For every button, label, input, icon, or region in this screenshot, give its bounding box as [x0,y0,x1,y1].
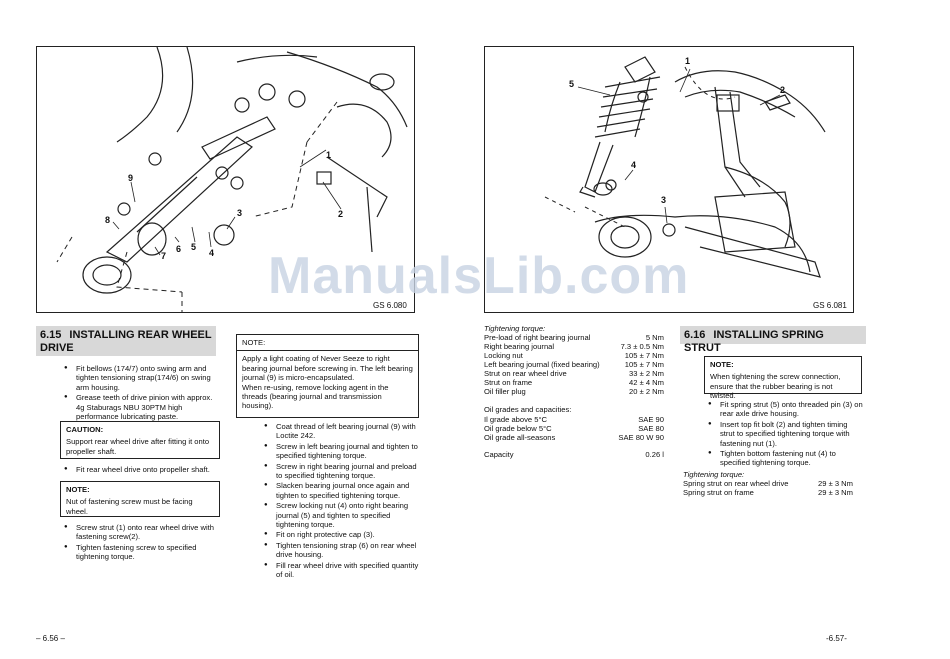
page-number-right: -6.57- [826,634,847,643]
list-item: Slacken bearing journal once again and t… [264,481,420,500]
callout-4: 4 [631,160,637,170]
list-item: Tighten tensioning strap (6) on rear whe… [264,541,420,560]
list-item: Fit spring strut (5) onto threaded pin (… [708,400,864,419]
callout-3: 3 [237,208,243,218]
list-item: Fill rear wheel drive with specified qua… [264,561,420,580]
list-item: Fit rear wheel drive onto propeller shaf… [64,465,219,475]
left-column-1: Fit bellows (174/7) onto swing arm and t… [64,364,219,422]
callout-3: 3 [661,195,667,205]
watermark-logo: ManualsLib.com [268,247,690,305]
callout-1: 1 [326,150,332,160]
oil-title: Oil grades and capacities: [484,405,572,415]
list-item: Fit bellows (174/7) onto swing arm and t… [64,364,219,392]
left-figure: 1 2 3 4 5 6 7 8 9 GS 6.080 [36,46,415,313]
torque2-title: Tightening torque: [683,470,745,479]
figure-caption: GS 6.080 [373,301,407,310]
callout-6: 6 [176,244,182,254]
note-text: When re-using, remove locking agent in t… [242,382,389,411]
right-bullets: Fit spring strut (5) onto threaded pin (… [708,400,864,469]
callout-1: 1 [685,56,691,66]
left-column-1c: Screw strut (1) onto rear wheel drive wi… [64,523,222,563]
note-title: NOTE: [66,485,90,494]
callout-2: 2 [338,209,344,219]
callout-4: 4 [209,248,215,258]
left-column-1b: Fit rear wheel drive onto propeller shaf… [64,465,219,475]
list-item: Tighten fastening screw to specified tig… [64,543,222,562]
note-title: NOTE: [242,338,266,347]
list-item: Screw strut (1) onto rear wheel drive wi… [64,523,222,542]
list-item: Grease teeth of drive pinion with approx… [64,393,219,421]
note-box-2: NOTE: Apply a light coating of Never See… [236,334,419,418]
figure-caption: GS 6.081 [813,301,847,310]
section-title: INSTALLING REAR WHEEL DRIVE [40,329,212,354]
list-item: Screw in left bearing journal and tighte… [264,442,420,461]
right-figure: 1 2 3 4 5 GS 6.081 [484,46,854,313]
list-item: Fit on right protective cap (3). [264,530,420,540]
callout-5: 5 [569,79,575,89]
page-number-left: – 6.56 – [36,634,65,643]
rear-wheel-drive-exploded-diagram [56,47,408,312]
section-number: 6.16 [684,329,706,341]
caution-box: CAUTION: Support rear wheel drive after … [60,421,220,459]
callout-2: 2 [780,85,786,95]
caution-text: Support rear wheel drive after fitting i… [66,437,210,456]
bullet-list-1: Fit bellows (174/7) onto swing arm and t… [64,364,219,421]
callout-9: 9 [128,173,134,183]
torque-table-block: Tightening torque: Pre-load of right bea… [484,324,664,459]
list-item: Tighten bottom fastening nut (4) to spec… [708,449,864,468]
caution-title: CAUTION: [66,425,104,434]
note-box-1: NOTE: Nut of fastening screw must be fac… [60,481,220,517]
note-text: Apply a light coating of Never Seeze to … [242,354,413,383]
table-row: Left bearing journal (fixed bearing)105 … [484,360,664,370]
list-item: Coat thread of left bearing journal (9) … [264,422,420,441]
callout-5: 5 [191,242,197,252]
torque-title: Tightening torque: [484,324,546,333]
spring-strut-diagram [544,56,826,278]
list-item: Insert top fit bolt (2) and tighten timi… [708,420,864,448]
left-column-2: Coat thread of left bearing journal (9) … [264,422,420,581]
note-box-3: NOTE: When tightening the screw connecti… [704,356,862,400]
section-title: INSTALLING SPRING STRUT [684,329,824,354]
list-item: Screw in right bearing journal and prelo… [264,462,420,481]
callout-7: 7 [161,251,167,261]
note-text: Nut of fastening screw must be facing wh… [66,497,193,516]
note-title: NOTE: [710,360,734,369]
list-item: Screw locking nut (4) onto right bearing… [264,501,420,529]
note-text: When tightening the screw connection, en… [710,372,841,401]
callout-8: 8 [105,215,111,225]
section-number: 6.15 [40,329,62,341]
torque2-block: Tightening torque: Spring strut on rear … [683,470,853,497]
